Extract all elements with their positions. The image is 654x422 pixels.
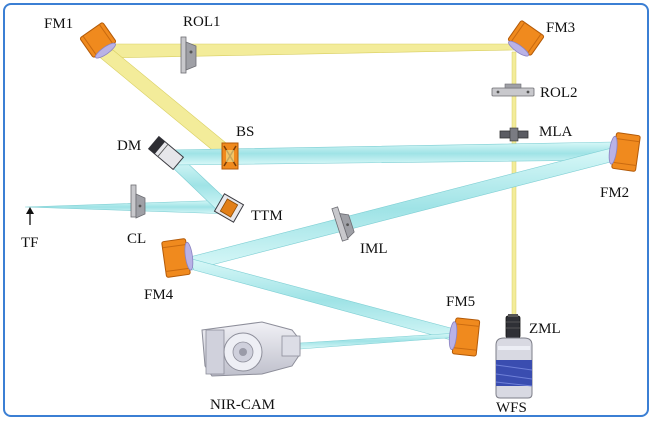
fm4-mirror [161,238,194,278]
label-bs: BS [236,124,254,140]
label-fm2: FM2 [600,185,629,201]
beam-tf-to-ttm [24,199,233,215]
bs-beamsplitter [221,142,239,170]
rol1-lens [180,36,197,74]
label-mla: MLA [539,124,573,140]
label-fm3: FM3 [546,20,575,36]
mla-lenslet-array [499,127,529,142]
label-wfs: WFS [496,400,527,416]
nir-cam-camera [201,321,301,377]
wfs-camera [495,337,533,399]
label-fm4: FM4 [144,287,174,303]
ttm-tip-tilt-mirror [213,193,245,223]
iml-imaging-lens [331,206,355,242]
label-rol2: ROL2 [540,85,578,101]
rol2-lens [491,83,535,97]
label-ttm: TTM [251,208,283,224]
beam-fm1-to-fm3 [102,43,515,59]
label-dm: DM [117,138,141,154]
beam-fm5-to-nircam [299,332,461,350]
label-fm5: FM5 [446,294,475,310]
zml-zoom-lens [505,314,521,339]
label-tf: TF [21,235,39,251]
fm1-mirror [79,22,117,59]
label-cl: CL [127,231,146,247]
label-iml: IML [360,241,388,257]
tf-focal-plane-arrow [26,207,34,225]
fm5-mirror [448,317,481,357]
label-rol1: ROL1 [183,14,221,30]
label-zml: ZML [529,321,561,337]
dm-deformable-mirror [147,135,185,171]
label-fm1: FM1 [44,16,73,32]
cl-collimating-lens [130,184,146,219]
fm2-mirror [608,132,641,172]
fm3-mirror [507,20,545,57]
label-nir-cam: NIR-CAM [210,397,275,413]
